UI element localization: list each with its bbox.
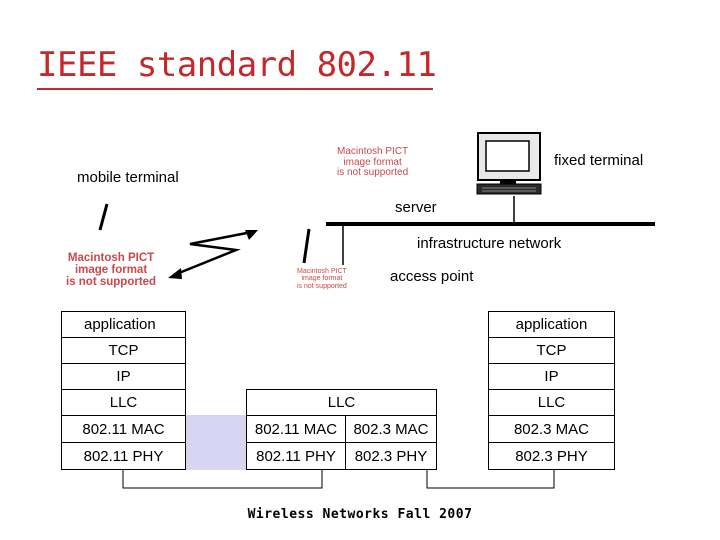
mobile-llc-layer: LLC [61, 389, 186, 416]
title-underline [37, 88, 433, 90]
mobile-ip-layer: IP [61, 363, 186, 390]
fixed-application-layer: application [488, 311, 615, 338]
mobile-mac-layer: 802.11 MAC [61, 415, 186, 443]
fixed-terminal-label: fixed terminal [554, 152, 644, 169]
wired-connection-line [426, 469, 555, 489]
mobile-terminal-label: mobile terminal [77, 169, 179, 186]
footer: Wireless Networks Fall 2007 [247, 507, 473, 522]
access-point-label: access point [390, 268, 474, 285]
ap-llc-layer: LLC [246, 389, 437, 416]
mobile-tcp-layer: TCP [61, 337, 186, 364]
page-title: IEEE standard 802.11 [37, 45, 437, 85]
fixed-mac-layer: 802.3 MAC [488, 415, 615, 443]
image-placeholder-mobile: Macintosh PICT image format is not suppo… [66, 252, 157, 289]
wireless-link-icon [168, 230, 258, 279]
image-placeholder-server: Macintosh PICT image format is not suppo… [337, 146, 409, 178]
mobile-antenna [98, 203, 109, 231]
ap-wired-phy-layer: 802.3 PHY [345, 442, 437, 470]
ap-wireless-phy-layer: 802.11 PHY [246, 442, 346, 470]
image-placeholder-access-point: Macintosh PICT image format is not suppo… [297, 268, 347, 290]
server-label: server [395, 199, 437, 216]
ap-wired-mac-layer: 802.3 MAC [345, 415, 437, 443]
fixed-tcp-layer: TCP [488, 337, 615, 364]
wireless-connection-line [122, 469, 323, 489]
mobile-phy-layer: 802.11 PHY [61, 442, 186, 470]
fixed-llc-layer: LLC [488, 389, 615, 416]
infrastructure-network-label: infrastructure network [417, 235, 562, 252]
mobile-application-layer: application [61, 311, 186, 338]
fixed-ip-layer: IP [488, 363, 615, 390]
ap-wireless-mac-layer: 802.11 MAC [246, 415, 346, 443]
access-point-antenna [302, 228, 311, 264]
fixed-phy-layer: 802.3 PHY [488, 442, 615, 470]
wireless-medium-shade [186, 415, 247, 470]
computer-icon [476, 132, 542, 195]
